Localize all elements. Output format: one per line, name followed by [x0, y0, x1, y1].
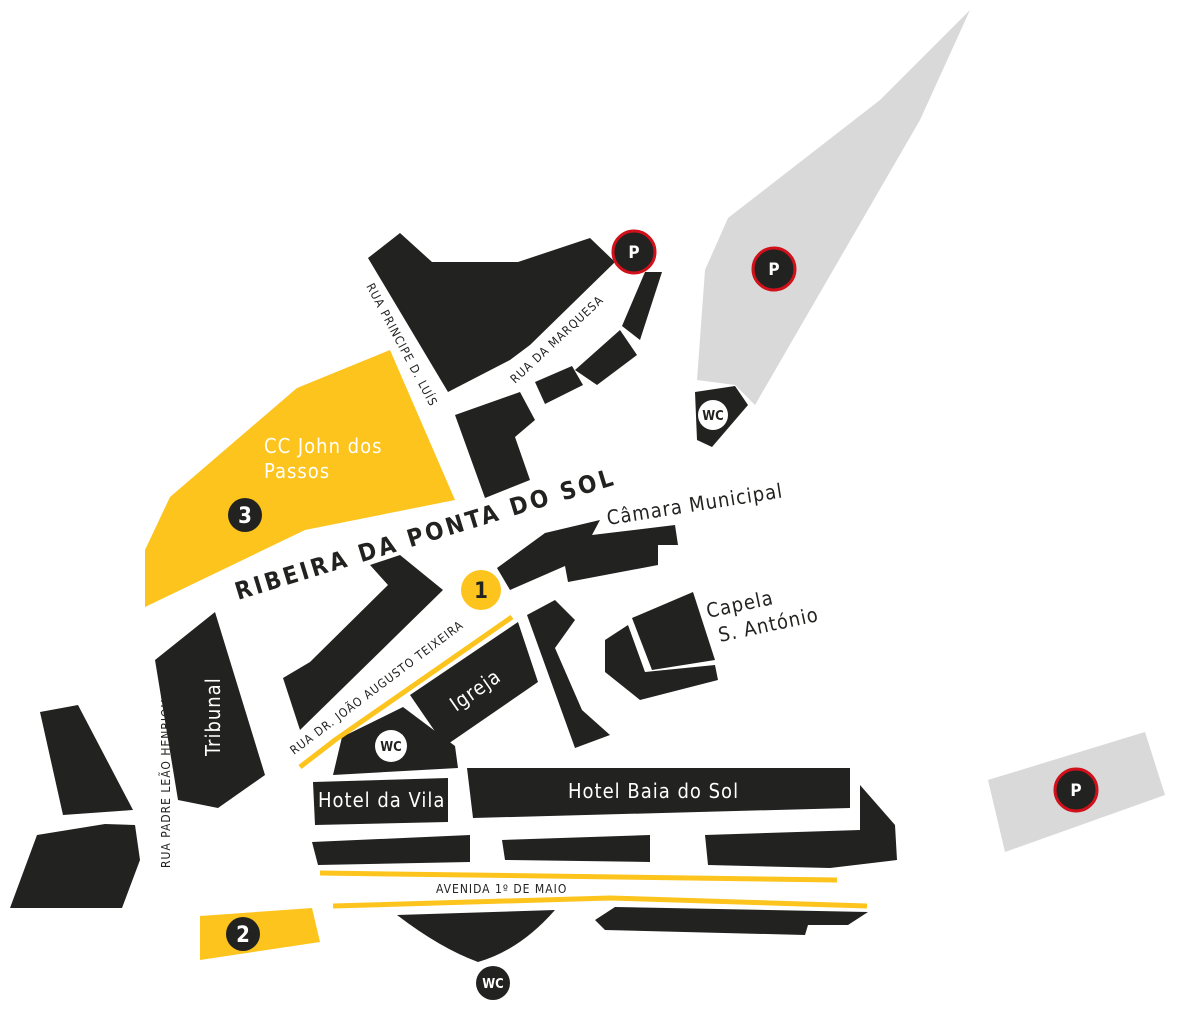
building: [535, 366, 583, 404]
hotel-da-vila-building: [313, 778, 448, 825]
wc-label: WC: [702, 409, 724, 424]
building: [40, 705, 133, 815]
marker-1-label: 1: [474, 579, 488, 604]
street-rua-padre: RUA PADRE LEÃO HENRIQUES: [158, 683, 173, 868]
parking-icon[interactable]: P: [1053, 767, 1099, 813]
building: [605, 625, 718, 700]
building: [368, 233, 615, 392]
building: [502, 835, 650, 862]
marker-2[interactable]: 2: [226, 917, 260, 951]
hotel-baia-do-sol-building: [467, 768, 850, 818]
wc-icon[interactable]: WC: [375, 730, 407, 762]
igreja-building: [410, 622, 538, 746]
parking-icon[interactable]: P: [751, 246, 797, 292]
label-hotel-vila: Hotel da Vila: [318, 788, 445, 812]
avenida-line-north: [319, 870, 838, 883]
marker-3[interactable]: 3: [228, 498, 262, 532]
building: [312, 835, 470, 865]
label-cc-line1: CC John dos: [264, 434, 383, 458]
parking-icon[interactable]: P: [611, 229, 657, 275]
parking-label: P: [1070, 781, 1081, 801]
wc-icon[interactable]: WC: [476, 966, 510, 1000]
marker-2-label: 2: [236, 923, 250, 948]
wc-icon[interactable]: WC: [698, 400, 728, 430]
label-tribunal: Tribunal: [201, 677, 225, 757]
label-cc-line2: Passos: [264, 459, 330, 483]
marker-1[interactable]: 1: [461, 570, 501, 610]
wc-label: WC: [380, 740, 402, 755]
tribunal-building: [155, 612, 265, 808]
building: [575, 330, 637, 385]
building: [10, 824, 140, 908]
parking-label: P: [628, 243, 639, 263]
marker-3-label: 3: [238, 504, 252, 529]
avenida-line-south: [332, 895, 868, 909]
capela-building: [632, 592, 715, 670]
building: [705, 785, 897, 868]
building: [622, 272, 662, 340]
street-avenida: AVENIDA 1º DE MAIO: [436, 882, 567, 896]
building: [397, 910, 555, 962]
label-hotel-baia: Hotel Baia do Sol: [568, 779, 739, 803]
building: [283, 555, 443, 730]
label-camara: Câmara Municipal: [605, 478, 785, 530]
parking-label: P: [768, 260, 779, 280]
cc-john-dos-passos-area: [145, 350, 455, 607]
building: [527, 600, 610, 748]
parking-area-northeast: [697, 10, 970, 405]
building: [455, 392, 535, 498]
camara-municipal-building: [497, 520, 678, 590]
wc-label: WC: [482, 977, 504, 992]
building: [595, 907, 868, 935]
rua-joao-augusto-teixeira-line: [298, 614, 514, 769]
